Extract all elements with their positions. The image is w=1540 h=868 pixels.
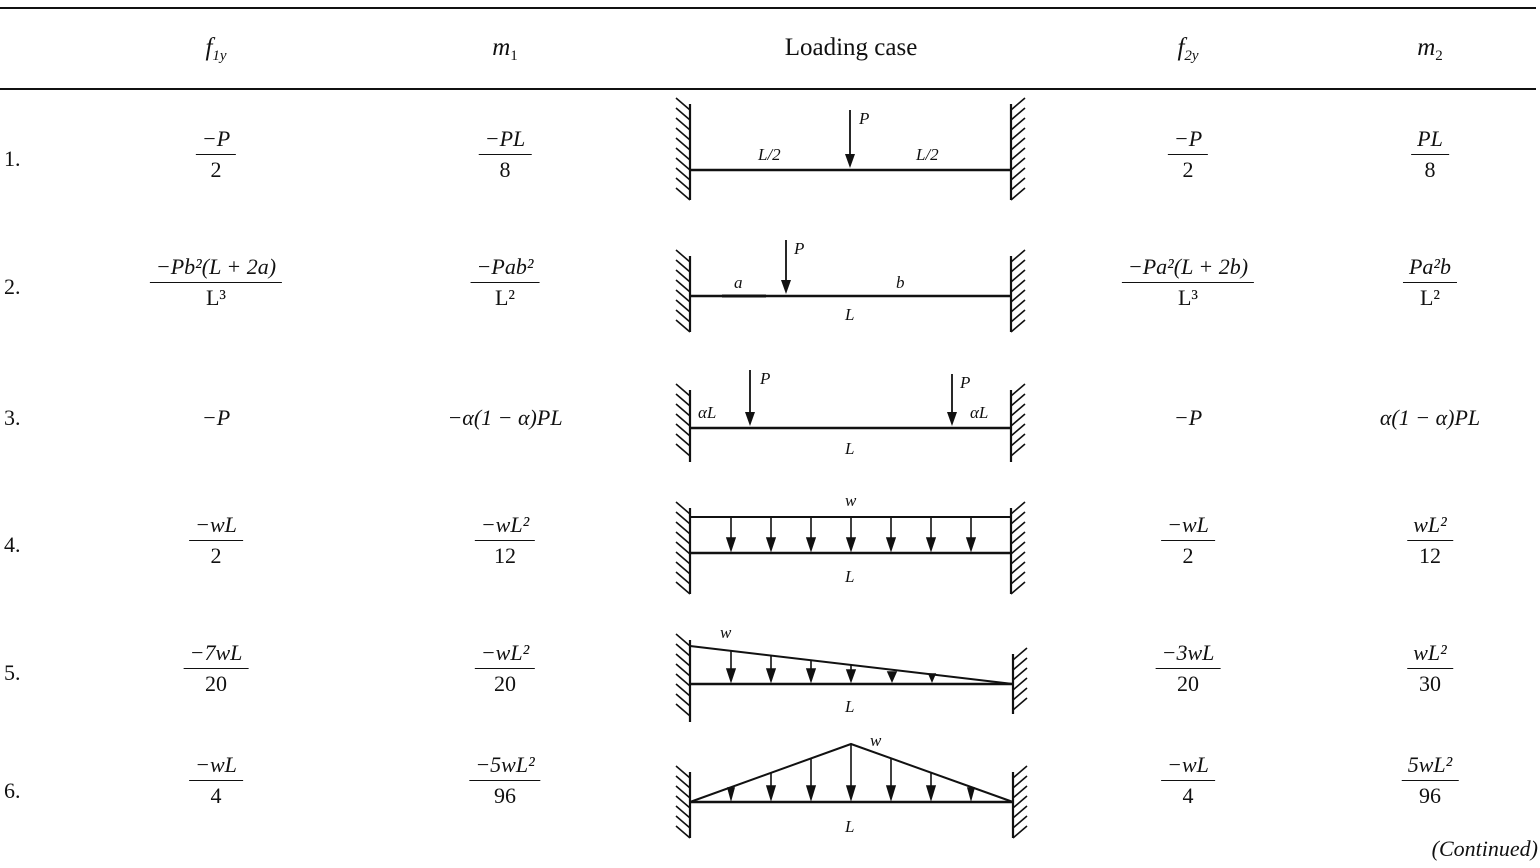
right-fixed-support [1011,765,1028,839]
right-fixed-support [1009,97,1026,201]
left-fixed-support [675,765,692,839]
f2y-value: −Pa²(L + 2b)L³ [1121,256,1255,309]
m1-value: −α(1 − α)PL [447,405,563,430]
header-m1: m1 [492,34,518,64]
header-f1y: f1y [205,34,227,64]
point-load-arrow-left [745,370,755,426]
left-fixed-support [675,633,692,722]
span-label-alpha-right: αL [970,403,988,422]
point-load-arrow-right [947,374,957,426]
span-label-alpha-left: αL [698,403,716,422]
loading-diagram-5: w L [675,623,1028,722]
span-label-L: L [844,817,854,836]
f1y-value: −Pb²(L + 2a)L³ [149,256,283,309]
row-number: 5. [4,660,21,685]
row-number: 2. [4,274,21,299]
load-label: w [845,491,857,510]
span-label-L: L [844,305,854,324]
span-label-L: L [844,697,854,716]
row-number: 4. [4,532,21,557]
right-fixed-support [1011,647,1028,714]
distributed-load-arrows [725,517,977,553]
load-label: P [959,373,970,392]
left-fixed-support [675,383,692,462]
span-label-L: L [844,439,854,458]
continued-note: (Continued) [1431,836,1538,861]
header-rule [0,88,1536,90]
top-rule [0,7,1536,9]
f2y-value: −P [1173,405,1203,430]
row-number: 6. [4,778,21,803]
header-f2y: f2y [1177,34,1199,64]
load-label: P [858,109,869,128]
load-label: P [759,369,770,388]
row-number: 3. [4,405,21,430]
row-number: 1. [4,146,21,171]
m2-value: α(1 − α)PL [1379,405,1481,430]
right-fixed-support [1009,383,1026,462]
point-load-arrow [845,110,855,168]
left-fixed-support [675,249,692,333]
span-label: L/2 [757,145,781,164]
load-label: w [870,731,882,750]
span-label: L/2 [915,145,939,164]
loading-diagram-2: P a b L [675,239,1026,333]
left-fixed-support [675,97,692,201]
span-label-a: a [734,273,743,292]
load-label: P [793,239,804,258]
header-m2: m2 [1417,34,1443,64]
right-fixed-support [1009,501,1026,595]
point-load-arrow [781,240,791,294]
distributed-load-arrows [726,744,976,803]
loading-diagram-4: w L [675,491,1026,595]
span-label-b: b [896,273,905,292]
loading-diagram-3: P P αL αL L [675,369,1026,462]
left-fixed-support [675,501,692,595]
load-label: w [720,623,732,642]
f1y-value: −P [201,405,231,430]
loading-diagram-1: P L/2 L/2 [675,97,1026,201]
distributed-load-arrows [725,651,937,684]
header-loading-case: Loading case [784,34,918,61]
span-label-L: L [844,567,854,586]
loading-diagram-6: w L [675,731,1028,839]
right-fixed-support [1009,249,1026,333]
